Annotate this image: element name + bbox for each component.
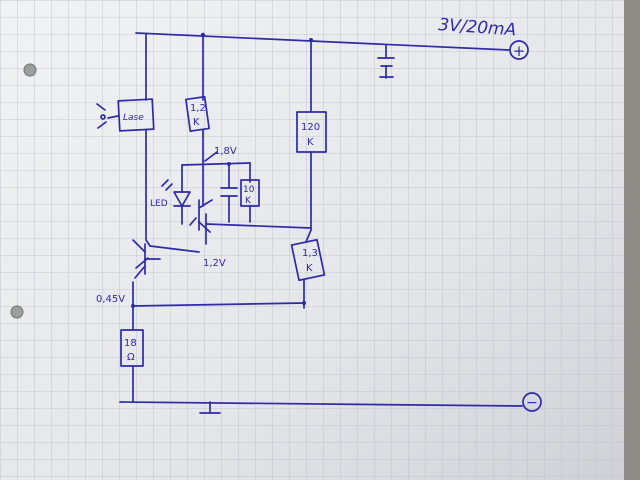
voltage-label-0v45: 0,45V (96, 294, 125, 305)
resistor-120k: 120 K (296, 111, 327, 153)
resistor-10k: 10 K (240, 179, 260, 207)
minus-terminal: − (522, 392, 542, 412)
svg-text:+: + (513, 42, 526, 60)
svg-text:−: − (526, 395, 538, 411)
laser-diode: Lase (117, 98, 155, 132)
resistor-1k3: 1,3 K (290, 238, 326, 282)
transistor-q1 (132, 239, 161, 279)
svg-text:Ω: Ω (127, 352, 135, 363)
svg-text:1,2: 1,2 (190, 103, 206, 114)
battery-icon (377, 57, 395, 78)
voltage-label-1v8: 1,8V (214, 146, 237, 157)
junctions (131, 32, 313, 308)
svg-text:18: 18 (124, 338, 137, 349)
svg-text:K: K (306, 263, 313, 274)
light-rays-icon (96, 103, 119, 129)
wires (119, 32, 523, 414)
voltage-label-1v2: 1,2V (203, 258, 226, 269)
punch-hole (23, 63, 37, 77)
resistor-18-ohm: 18 Ω (120, 329, 144, 367)
svg-text:K: K (193, 117, 200, 128)
resistor-1k2: 1,2 K (185, 95, 210, 132)
capacitor-icon (220, 187, 238, 197)
svg-text:120: 120 (301, 122, 320, 133)
svg-text:K: K (245, 196, 252, 206)
led-icon (161, 179, 191, 207)
transistor-q2 (189, 199, 213, 233)
led-label: LED (150, 199, 168, 209)
plus-terminal: + (509, 40, 529, 60)
svg-text:K: K (307, 137, 314, 148)
svg-text:10: 10 (243, 185, 255, 195)
svg-text:Lase: Lase (123, 113, 144, 123)
svg-text:1,3: 1,3 (302, 248, 318, 259)
punch-hole (10, 305, 24, 319)
